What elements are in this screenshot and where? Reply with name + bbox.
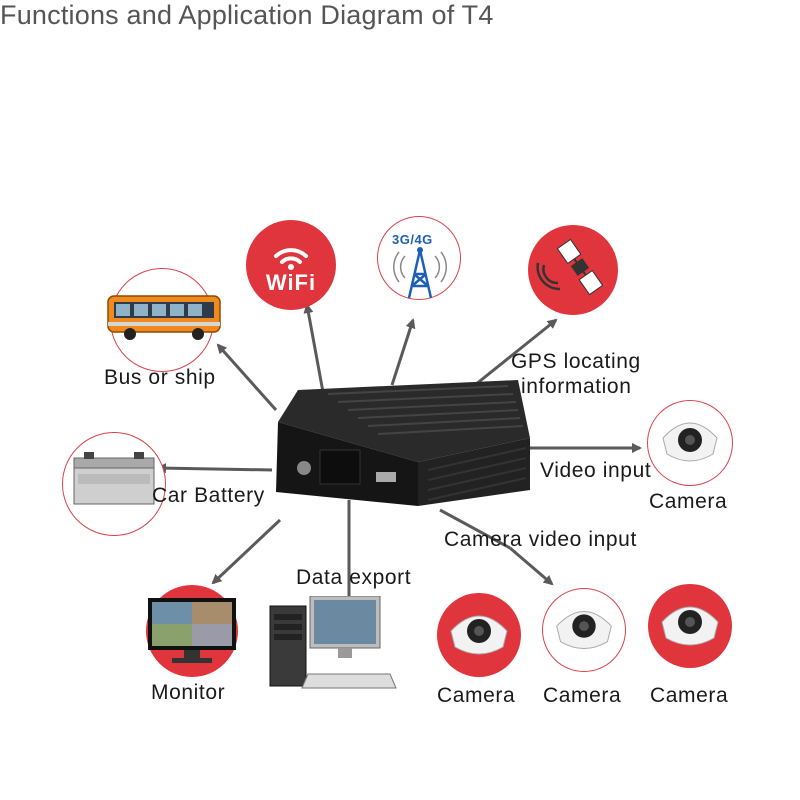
camera-2-label: Camera [543,684,622,707]
arrow-to-wifi [303,303,327,404]
video-input-label: Video input [540,459,652,482]
bus-icon [107,295,221,340]
gps-satellite-icon [528,225,618,315]
arrow-to-battery [156,463,273,474]
camera-2-icon [542,588,626,672]
arrow-to-cameras [509,546,554,586]
camera-3-label: Camera [650,684,729,707]
data-export-label: Data export [296,566,412,589]
wifi-icon: WiFi [246,220,336,310]
monitor-label: Monitor [151,681,226,704]
camera-right-label: Camera [649,490,728,513]
camera-video-input-label: Camera video input [444,528,637,551]
diagram-title: Functions and Application Diagram of T4 [0,0,494,30]
arrow-to-cell [390,318,416,386]
arrow-to-bus [216,343,278,411]
cell-icon-text: 3G/4G [392,232,433,247]
wifi-icon-text: WiFi [265,270,317,295]
car-battery-icon [73,452,155,505]
arrow-to-monitor [211,518,282,585]
camera-1-icon [437,593,521,677]
gps-label-line2: information [521,375,632,398]
battery-label: Car Battery [152,484,265,507]
camera-right-icon [662,422,718,462]
monitor-icon [148,598,236,663]
camera-3-icon [648,584,732,668]
gps-label-line1: GPS locating [511,350,641,373]
cell-tower-icon [392,247,448,299]
computer-icon [269,596,397,689]
camera-1-label: Camera [437,684,516,707]
arrow-to-gps [464,318,558,395]
dvr-device [276,380,530,506]
bus-label: Bus or ship [104,366,216,389]
